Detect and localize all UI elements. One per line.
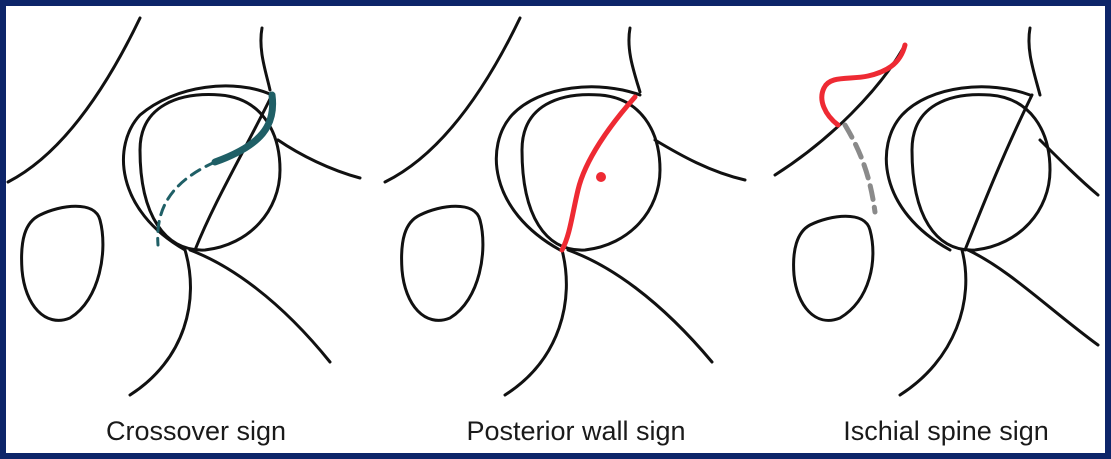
femoral-head-circle <box>912 95 1050 250</box>
posterior-wall-dashed <box>158 162 215 245</box>
femoral-neck-line <box>568 250 712 362</box>
panel-crossover-sign <box>8 18 360 395</box>
obturator-foramen <box>794 216 873 320</box>
panel-ischial-spine-sign <box>775 28 1098 395</box>
femoral-head-center-dot <box>596 172 606 182</box>
posterior-wall-solid <box>215 95 273 162</box>
ischium-line <box>900 250 966 395</box>
obturator-foramen <box>22 206 103 320</box>
ischium-line <box>130 250 190 395</box>
head-neck-line <box>278 140 360 178</box>
caption-crossover-sign: Crossover sign <box>36 414 356 448</box>
iliac-wing-line <box>385 18 520 182</box>
acetabular-roof-curve <box>1029 28 1040 95</box>
figure-frame: Crossover sign Posterior wall sign Ischi… <box>6 6 1105 453</box>
femoral-neck-line <box>968 250 1098 345</box>
anterior-wall-line <box>195 95 272 250</box>
posterior-wall-highlight <box>562 97 635 250</box>
acetabulum-outer-arc <box>123 86 272 250</box>
ischial-spine-outline <box>822 45 905 125</box>
acetabular-roof-curve <box>629 28 640 92</box>
hip-diagrams <box>6 6 1105 453</box>
crossover-highlight <box>158 95 273 245</box>
caption-posterior-wall-sign: Posterior wall sign <box>416 414 736 448</box>
ischium-line <box>505 250 566 395</box>
head-neck-line <box>655 140 745 180</box>
femoral-head-circle <box>522 95 660 250</box>
iliac-wing-line <box>8 18 140 182</box>
acetabular-roof-curve <box>261 28 270 90</box>
ischial-spine-dashed <box>845 125 875 212</box>
caption-ischial-spine-sign: Ischial spine sign <box>786 414 1106 448</box>
anterior-wall-line <box>965 95 1032 250</box>
acetabulum-outer-arc <box>886 87 1030 250</box>
femoral-neck-line <box>190 250 330 362</box>
obturator-foramen <box>402 206 483 320</box>
panel-posterior-wall-sign <box>385 18 745 395</box>
